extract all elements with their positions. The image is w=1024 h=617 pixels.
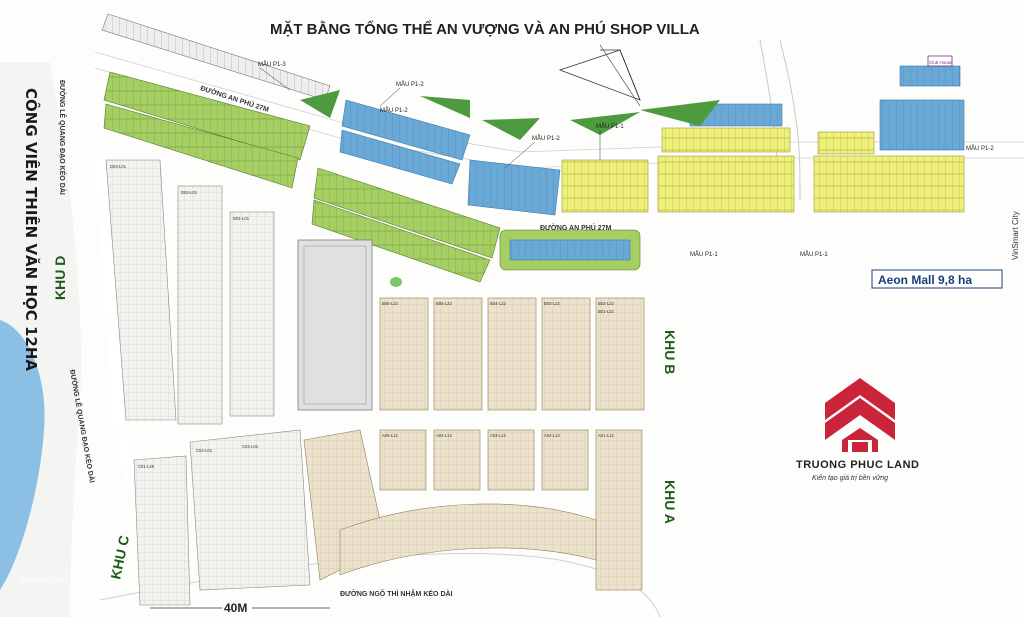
road-le-quang-dao-top: ĐƯỜNG LÊ QUANG ĐẠO KÉO DÀI: [58, 80, 67, 195]
green-spaces: [300, 90, 720, 287]
block-a01: A01-L12: [598, 433, 615, 438]
block-b05: B05-L22: [436, 301, 453, 306]
zone-b-label: KHU B: [662, 330, 678, 374]
aeon-mall-label: Aeon Mall 9,8 ha: [878, 273, 972, 287]
callout-p1-2-b: MẪU P1-2: [380, 107, 408, 114]
block-b06: B06-L22: [382, 301, 399, 306]
callout-p1-3: MẪU P1-3: [258, 61, 286, 68]
block-label-d1: D01-L01: [233, 216, 250, 221]
block-a04: A04-L12: [436, 433, 453, 438]
empty-parcel: [297, 239, 373, 411]
compass-icon: [558, 44, 641, 107]
callout-p1-1-a: MẪU P1-1: [596, 123, 624, 130]
watermark: batdongsan: [20, 574, 67, 584]
park-label: CÔNG VIÊN THIÊN VĂN HỌC 12HA: [22, 88, 41, 371]
road-an-phu-mid: ĐƯỜNG AN PHÚ 27M: [540, 223, 612, 232]
map-title: MẶT BẰNG TỔNG THỂ AN VƯỢNG VÀ AN PHÚ SHO…: [270, 20, 700, 38]
road-width-40m: 40M: [224, 601, 247, 615]
block-a03: A03-L12: [490, 433, 507, 438]
club-house-label: Club House: [929, 60, 953, 65]
callout-p1-2-right: MẪU P1-2: [966, 145, 994, 152]
block-a02: A02-L12: [544, 433, 561, 438]
block-label-d3: D03-L01: [110, 164, 127, 169]
an-phu-shop-villa-lots: [101, 13, 965, 283]
block-label-d2: D02-L01: [181, 190, 198, 195]
block-c02: C02-L01: [196, 448, 213, 453]
block-c03: C03-L01: [242, 444, 259, 449]
brand-logo: [825, 378, 895, 452]
road-ngo-thi-nham: ĐƯỜNG NGÔ THÌ NHẬM KÉO DÀI: [340, 589, 453, 598]
vinsmart-city-label: VinSmart City: [1011, 211, 1020, 260]
block-b04: B04-L22: [490, 301, 507, 306]
aeon-mall-banner: Aeon Mall 9,8 ha: [871, 269, 1003, 289]
block-b03: B03-L22: [544, 301, 561, 306]
brand-slogan: Kiến tạo giá trị bền vững: [812, 473, 888, 482]
callout-p1-2-c: MẪU P1-2: [532, 135, 560, 142]
zone-d-label: KHU D: [52, 256, 68, 300]
zone-d: D03-L01 D02-L01 D01-L01 KHU D: [52, 159, 275, 425]
zone-a-label: KHU A: [662, 480, 678, 524]
callout-p1-1-b: MẪU P1-1: [690, 251, 718, 258]
zone-c: C01-L49 C02-L01 C03-L01 KHU C: [107, 429, 311, 606]
callout-p1-1-c: MẪU P1-1: [800, 251, 828, 258]
zone-b: B06-L22 B05-L22 B04-L22 B03-L22 B02-L22 …: [379, 297, 678, 411]
zone-c-label: KHU C: [107, 534, 132, 581]
astronomy-park: CÔNG VIÊN THIÊN VĂN HỌC 12HA: [0, 62, 82, 617]
block-b02: B02-L22: [598, 301, 615, 306]
zone-a: A05-L12 A04-L12 A03-L12 A02-L12 A01-L12 …: [303, 429, 678, 591]
template-callouts: MẪU P1-3 MẪU P1-2 MẪU P1-2 MẪU P1-2 MẪU …: [258, 61, 828, 258]
block-c01: C01-L49: [138, 464, 155, 469]
block-a05: A05-L12: [382, 433, 399, 438]
brand-name: TRUONG PHUC LAND: [796, 459, 920, 471]
block-b01: B01-L22: [598, 309, 615, 314]
callout-p1-2-a: MẪU P1-2: [396, 81, 424, 88]
